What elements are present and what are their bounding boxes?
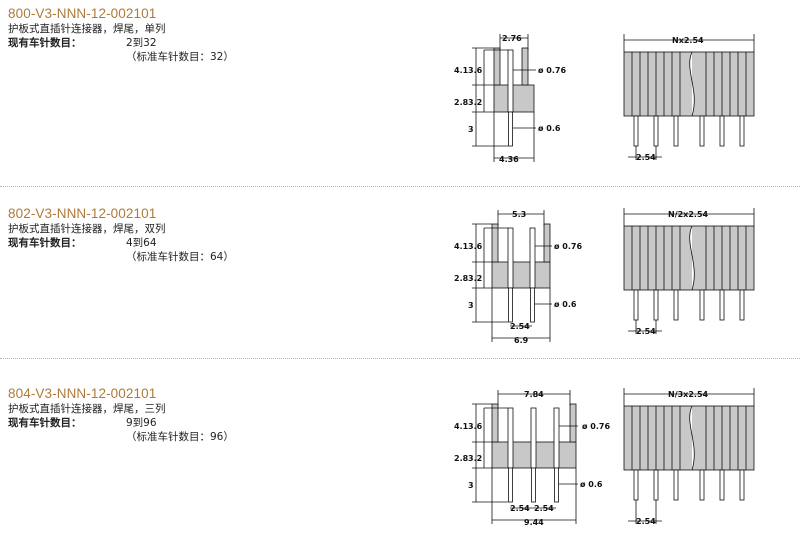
dim-width-top: 5.3 [512, 210, 526, 219]
pin-count-label: 现有车针数目： [8, 237, 82, 249]
dim-width-top: 2.76 [502, 34, 522, 43]
product-802: 802-V3-NNN-12-002101 护板式直插针连接器，焊尾，双列 现有车… [0, 200, 800, 370]
dim-h1: 4.1 [454, 242, 469, 251]
dim-front-length: N/2x2.54 [668, 210, 709, 219]
product-code[interactable]: 802-V3-NNN-12-002101 [8, 206, 157, 221]
front-view-diagram: Nx2.54 2.54 [623, 34, 755, 162]
dim-h2: 3.6 [468, 422, 483, 431]
dim-pitch-a: 2.54 [510, 504, 530, 513]
product-description: 护板式直插针连接器，焊尾，三列 [8, 403, 166, 415]
pin-count-range: 2到32 [126, 37, 157, 49]
dim-tail-dia: ø 0.6 [538, 124, 561, 133]
separator [0, 358, 800, 359]
pin-count-label: 现有车针数目： [8, 417, 82, 429]
dim-h5: 3 [468, 301, 474, 310]
dim-pitch: 2.54 [510, 322, 530, 331]
pin-count-standard: （标准车针数目：32） [126, 51, 234, 63]
dim-front-pitch: 2.54 [636, 153, 656, 162]
dim-h3: 2.8 [454, 274, 469, 283]
dim-tail-dia: ø 0.6 [554, 300, 577, 309]
dim-width-bottom: 4.36 [499, 155, 519, 164]
dim-h3: 2.8 [454, 454, 469, 463]
pin-count-range: 9到96 [126, 417, 157, 429]
dim-h4: 3.2 [468, 454, 482, 463]
dim-h1: 4.1 [454, 422, 469, 431]
dim-h5: 3 [468, 125, 474, 134]
product-code[interactable]: 800-V3-NNN-12-002101 [8, 6, 157, 21]
separator [0, 186, 800, 187]
pin-count-range: 4到64 [126, 237, 157, 249]
dim-pin-dia: ø 0.76 [582, 422, 610, 431]
pin-count-row: 现有车针数目： 9到96 [8, 416, 348, 430]
product-804: 804-V3-NNN-12-002101 护板式直插针连接器，焊尾，三列 现有车… [0, 380, 800, 550]
front-view-diagram: N/3x2.54 2.54 [623, 388, 755, 526]
dim-h3: 2.8 [454, 98, 469, 107]
pin-count-label: 现有车针数目： [8, 37, 82, 49]
dim-front-length: N/3x2.54 [668, 390, 709, 399]
dim-h1: 4.1 [454, 66, 469, 75]
pin-count-row: 现有车针数目： 4到64 [8, 236, 348, 250]
pin-count-row: 现有车针数目： 2到32 [8, 36, 348, 50]
dim-pin-dia: ø 0.76 [554, 242, 582, 251]
product-info: 800-V3-NNN-12-002101 护板式直插针连接器，焊尾，单列 现有车… [8, 6, 348, 64]
pin-count-standard: （标准车针数目：64） [126, 251, 234, 263]
product-info: 802-V3-NNN-12-002101 护板式直插针连接器，焊尾，双列 现有车… [8, 206, 348, 264]
dim-tail-dia: ø 0.6 [580, 480, 603, 489]
product-description: 护板式直插针连接器，焊尾，双列 [8, 223, 166, 235]
side-view-diagram: 7.84 4.1 3.6 2.8 3.2 3 ø 0.76 ø 0.6 2.54… [454, 390, 610, 527]
dim-width-top: 7.84 [524, 390, 544, 399]
dim-width-bottom: 6.9 [514, 336, 529, 345]
dim-width-bottom: 9.44 [524, 518, 544, 527]
front-view-diagram: N/2x2.54 2.54 [623, 208, 755, 336]
dim-h2: 3.6 [468, 242, 483, 251]
dim-h4: 3.2 [468, 274, 482, 283]
product-800: 800-V3-NNN-12-002101 护板式直插针连接器，焊尾，单列 现有车… [0, 0, 800, 170]
side-view-diagram: 2.76 4.1 3.6 2.8 3.2 3 ø 0.76 ø 0.6 4.36 [454, 34, 566, 164]
dim-h2: 3.6 [468, 66, 483, 75]
dim-pitch-b: 2.54 [534, 504, 554, 513]
dim-front-length: Nx2.54 [672, 36, 704, 45]
pin-count-standard: （标准车针数目：96） [126, 431, 234, 443]
product-description: 护板式直插针连接器，焊尾，单列 [8, 23, 166, 35]
side-view-diagram: 5.3 4.1 3.6 2.8 3.2 3 ø 0.76 ø 0.6 2.54 … [454, 210, 582, 345]
dim-front-pitch: 2.54 [636, 517, 656, 526]
dim-h5: 3 [468, 481, 474, 490]
dim-h4: 3.2 [468, 98, 482, 107]
dim-pin-dia: ø 0.76 [538, 66, 566, 75]
product-code[interactable]: 804-V3-NNN-12-002101 [8, 386, 157, 401]
dim-front-pitch: 2.54 [636, 327, 656, 336]
product-info: 804-V3-NNN-12-002101 护板式直插针连接器，焊尾，三列 现有车… [8, 386, 348, 444]
